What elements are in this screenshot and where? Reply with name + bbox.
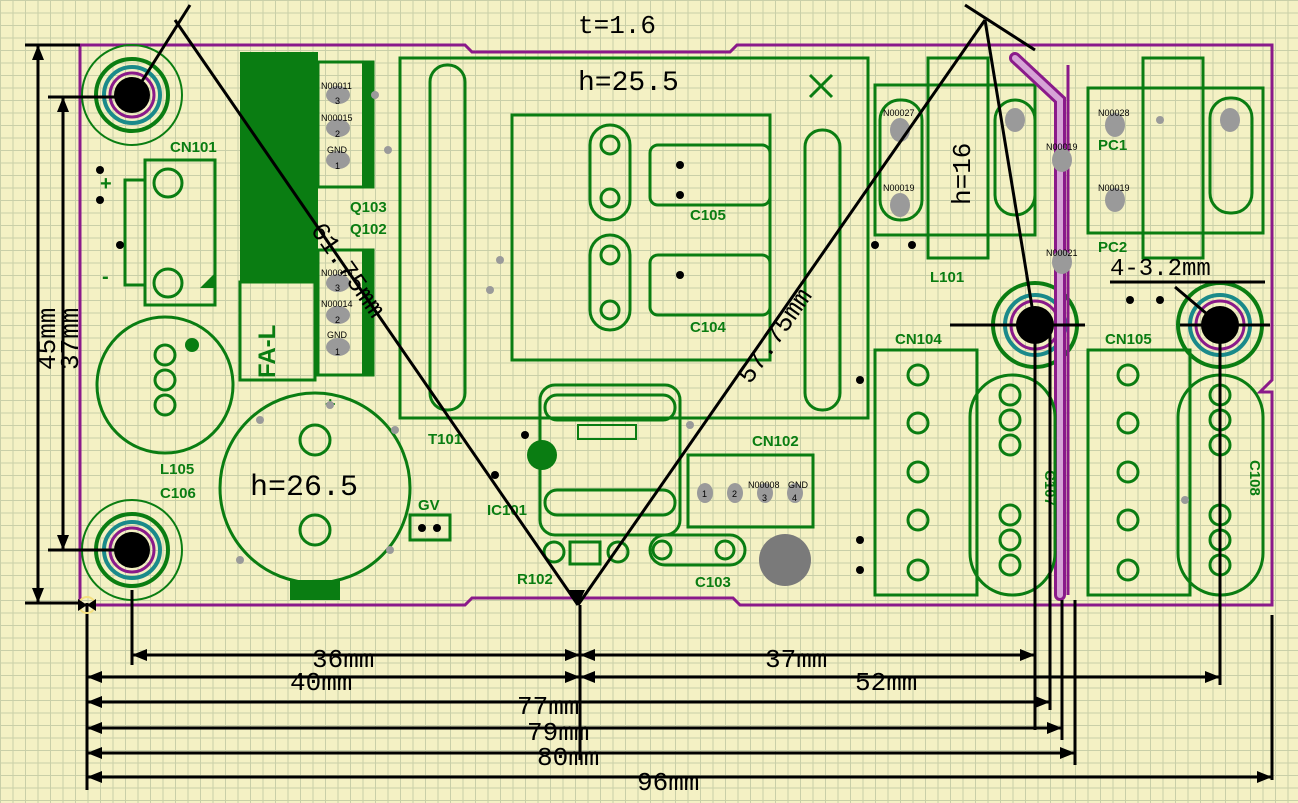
- t101-label: T101: [428, 431, 462, 448]
- c104-capacitor: [588, 233, 772, 332]
- dim-thickness: t=1.6: [578, 11, 656, 41]
- l101-inductor: [873, 56, 1037, 260]
- dim-37mm: 37mm: [56, 308, 86, 370]
- c105-label: C105: [690, 207, 726, 224]
- cn104-label: CN104: [895, 331, 942, 348]
- net-n00019: N00019: [883, 183, 915, 193]
- gv-label: GV: [418, 497, 440, 514]
- cn101-label: CN101: [170, 139, 217, 156]
- cn102-label: CN102: [752, 433, 799, 450]
- dim-77mm: 77mm: [517, 692, 579, 722]
- dim-79mm: 79mm: [527, 718, 589, 748]
- pc2-label: PC2: [1098, 239, 1127, 256]
- dim-52mm: 52mm: [855, 668, 917, 698]
- cap-height-label: h=26.5: [250, 471, 358, 505]
- pin-1: 1: [702, 489, 707, 499]
- pin-3: 3: [335, 283, 340, 293]
- cn105-label: CN105: [1105, 331, 1152, 348]
- cn101-plus: +: [100, 173, 112, 195]
- transformer-height-label: h=25.5: [578, 68, 679, 99]
- bulk-capacitor: [218, 391, 412, 600]
- dimension-arrowheads: [32, 45, 1272, 783]
- c106-label: C106: [160, 485, 196, 502]
- pin-4: 4: [792, 493, 797, 503]
- r102-resistor: [542, 540, 630, 566]
- fa-l-label: FA-L: [254, 325, 281, 378]
- net-n00015: N00015: [321, 113, 353, 123]
- gv-header: [408, 513, 452, 542]
- q103-transistor: [240, 52, 375, 232]
- pin-2: 2: [335, 315, 340, 325]
- c105-capacitor: [588, 123, 772, 222]
- q103-label: Q103: [350, 199, 387, 216]
- pin-2: 2: [335, 129, 340, 139]
- dim-80mm: 80mm: [537, 743, 599, 773]
- cn102-connector: [686, 453, 815, 529]
- net-n00011: N00011: [321, 81, 352, 91]
- pin-3: 3: [762, 493, 767, 503]
- net-n00008: N00008: [748, 480, 780, 490]
- pin-3: 3: [335, 96, 340, 106]
- ic101-component: [527, 383, 682, 537]
- pads-gray: [236, 91, 1189, 564]
- r102-label: R102: [517, 571, 553, 588]
- l105-label: L105: [160, 461, 194, 478]
- l101-height-label: h=16: [948, 143, 978, 205]
- board-outline: [78, 43, 1274, 607]
- c104-label: C104: [690, 319, 727, 336]
- pin-1: 1: [335, 347, 340, 357]
- l105-inductor: [95, 315, 235, 455]
- net-n00010: N00010: [321, 268, 353, 278]
- origin-marker-icon: [78, 596, 96, 614]
- net-n00027: N00027: [883, 108, 915, 118]
- c107-capacitor: [968, 373, 1057, 597]
- c103-label: C103: [695, 574, 731, 591]
- net-n00028: N00028: [1098, 108, 1130, 118]
- pin-2: 2: [732, 489, 737, 499]
- net-gnd: GND: [327, 145, 348, 155]
- l101-label: L101: [930, 269, 964, 286]
- pin-1: 1: [335, 161, 340, 171]
- dim-37mm-h: 37mm: [765, 645, 827, 675]
- dim-hole-spec: 4-3.2mm: [1110, 256, 1211, 283]
- vias: [96, 161, 1164, 574]
- q103-pins: [326, 86, 350, 169]
- net-n00021: N00021: [1046, 248, 1078, 258]
- c108-label: C108: [1246, 460, 1263, 496]
- net-gnd: GND: [327, 330, 348, 340]
- cn105-connector: [1086, 348, 1192, 597]
- net-n00019: N00019: [1046, 142, 1078, 152]
- dim-96mm: 96mm: [637, 768, 699, 798]
- q102-pins: [326, 274, 350, 356]
- q102-transistor: [238, 232, 375, 382]
- net-n00019: N00019: [1098, 183, 1130, 193]
- net-gnd: GND: [788, 480, 809, 490]
- q102-label: Q102: [350, 221, 387, 238]
- cn101-minus: -: [102, 266, 109, 288]
- dim-45mm: 45mm: [33, 308, 63, 370]
- pc1-label: PC1: [1098, 137, 1127, 154]
- cn104-connector: [873, 348, 979, 597]
- dim-36mm: 36mm: [312, 645, 374, 675]
- dimension-lines: [25, 3, 1274, 790]
- net-n00014: N00014: [321, 299, 353, 309]
- t101-transformer: [398, 56, 870, 420]
- dim-40mm: 40mm: [290, 668, 352, 698]
- pc1-optocoupler: [1052, 56, 1265, 274]
- cn101-connector: [123, 158, 217, 307]
- c103-capacitor: [648, 533, 811, 586]
